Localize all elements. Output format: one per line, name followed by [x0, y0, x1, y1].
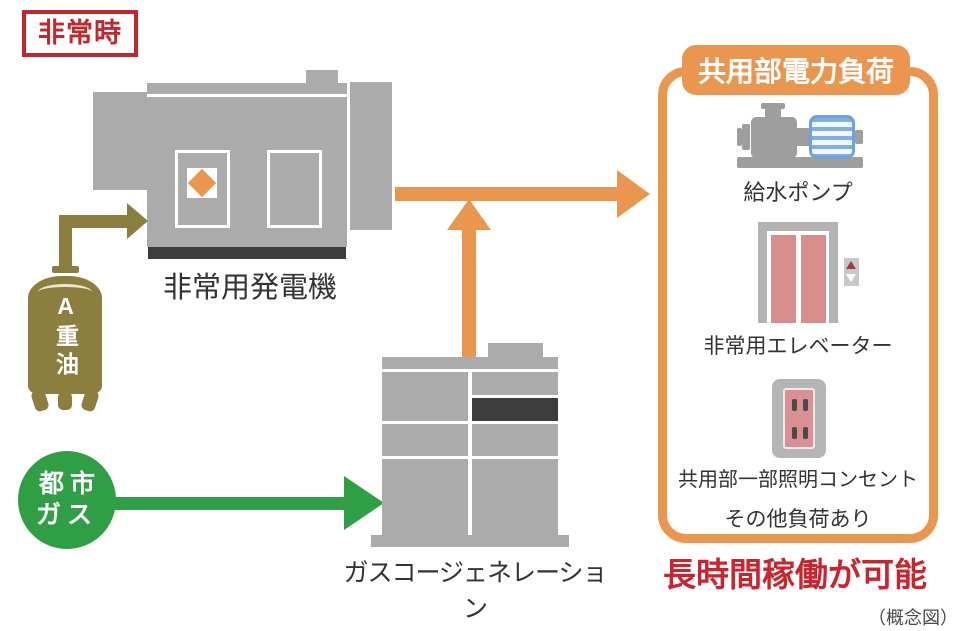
cogeneration-top-strip [382, 357, 558, 369]
generator-base [148, 247, 346, 259]
pump-neck [765, 109, 781, 119]
generator-panel-left [175, 150, 230, 228]
pump-flange [742, 124, 750, 150]
pump-motor [809, 115, 855, 159]
water-pump-label: 給水ポンプ [743, 180, 853, 205]
cogeneration-top-box [488, 343, 543, 357]
generator-left-block [93, 92, 147, 190]
generator-right-block [350, 82, 392, 230]
outlet-slot [803, 399, 808, 411]
gas-arrow-line [112, 497, 346, 510]
diamond-icon [187, 168, 217, 198]
cogeneration-panel [382, 459, 468, 535]
outlet-slot [803, 427, 808, 439]
elevator-frame [758, 222, 838, 323]
power-arrow-vertical [462, 228, 476, 357]
cogeneration-panel [382, 424, 468, 456]
generator-exhaust-box [306, 70, 338, 83]
outlet-icon [772, 379, 826, 458]
pump-cap [761, 103, 785, 109]
gas-arrowhead-icon [344, 476, 384, 530]
outlet-label: 共用部一部照明コンセント [678, 469, 918, 491]
generator-label: 非常用発電機 [162, 272, 337, 304]
city-gas-badge: 都市 ガス [18, 451, 116, 549]
elevator-door-right [801, 235, 826, 323]
cogeneration-vent-panel [472, 398, 558, 421]
cogeneration-base [371, 535, 569, 547]
conclusion-text: 長時間稼働が可能 [663, 556, 927, 593]
cogeneration-panel [472, 372, 558, 395]
pump-shaft [855, 130, 863, 144]
power-arrowhead-up-icon [447, 199, 491, 230]
fuel-tank-label: A重油 [52, 293, 79, 380]
pump-body [751, 117, 797, 158]
fuel-pipe-vertical [59, 215, 72, 273]
cogeneration-panel [472, 424, 558, 456]
cogeneration-panel [382, 372, 468, 421]
fuel-pipe-horizontal [59, 215, 129, 228]
outlet-plate [783, 388, 815, 449]
cogeneration-panel [472, 459, 558, 535]
water-pump-icon [737, 100, 863, 168]
tank-highlight-arc [38, 284, 92, 300]
pump-connector [797, 128, 809, 146]
load-box-title: 共用部電力負荷 [682, 45, 910, 95]
tank-flange [52, 266, 79, 273]
generator-emblem [187, 168, 217, 198]
up-arrow-icon [846, 261, 856, 269]
tank-leg-middle [58, 392, 72, 410]
outlet-slot [792, 399, 797, 411]
emergency-mode-badge: 非常時 [22, 10, 138, 58]
down-arrow-icon [846, 274, 856, 282]
elevator-door-left [771, 235, 796, 323]
outlet-slot [792, 427, 797, 439]
cogeneration-label: ガスコージェネレーション [343, 559, 607, 623]
power-arrow-horizontal [395, 187, 619, 201]
other-loads-note: その他負荷あり [724, 508, 872, 531]
generator-top-strip [147, 83, 347, 94]
diagram-caption: （概念図） [868, 608, 958, 628]
elevator-call-panel [844, 258, 859, 286]
power-arrowhead-right-icon [617, 170, 650, 218]
elevator-icon [758, 222, 860, 324]
pump-flange [737, 128, 742, 146]
elevator-label: 非常用エレベーター [703, 335, 893, 358]
fuel-arrowhead-icon [127, 203, 148, 239]
pump-base [737, 157, 863, 168]
generator-panel-right [267, 150, 322, 228]
